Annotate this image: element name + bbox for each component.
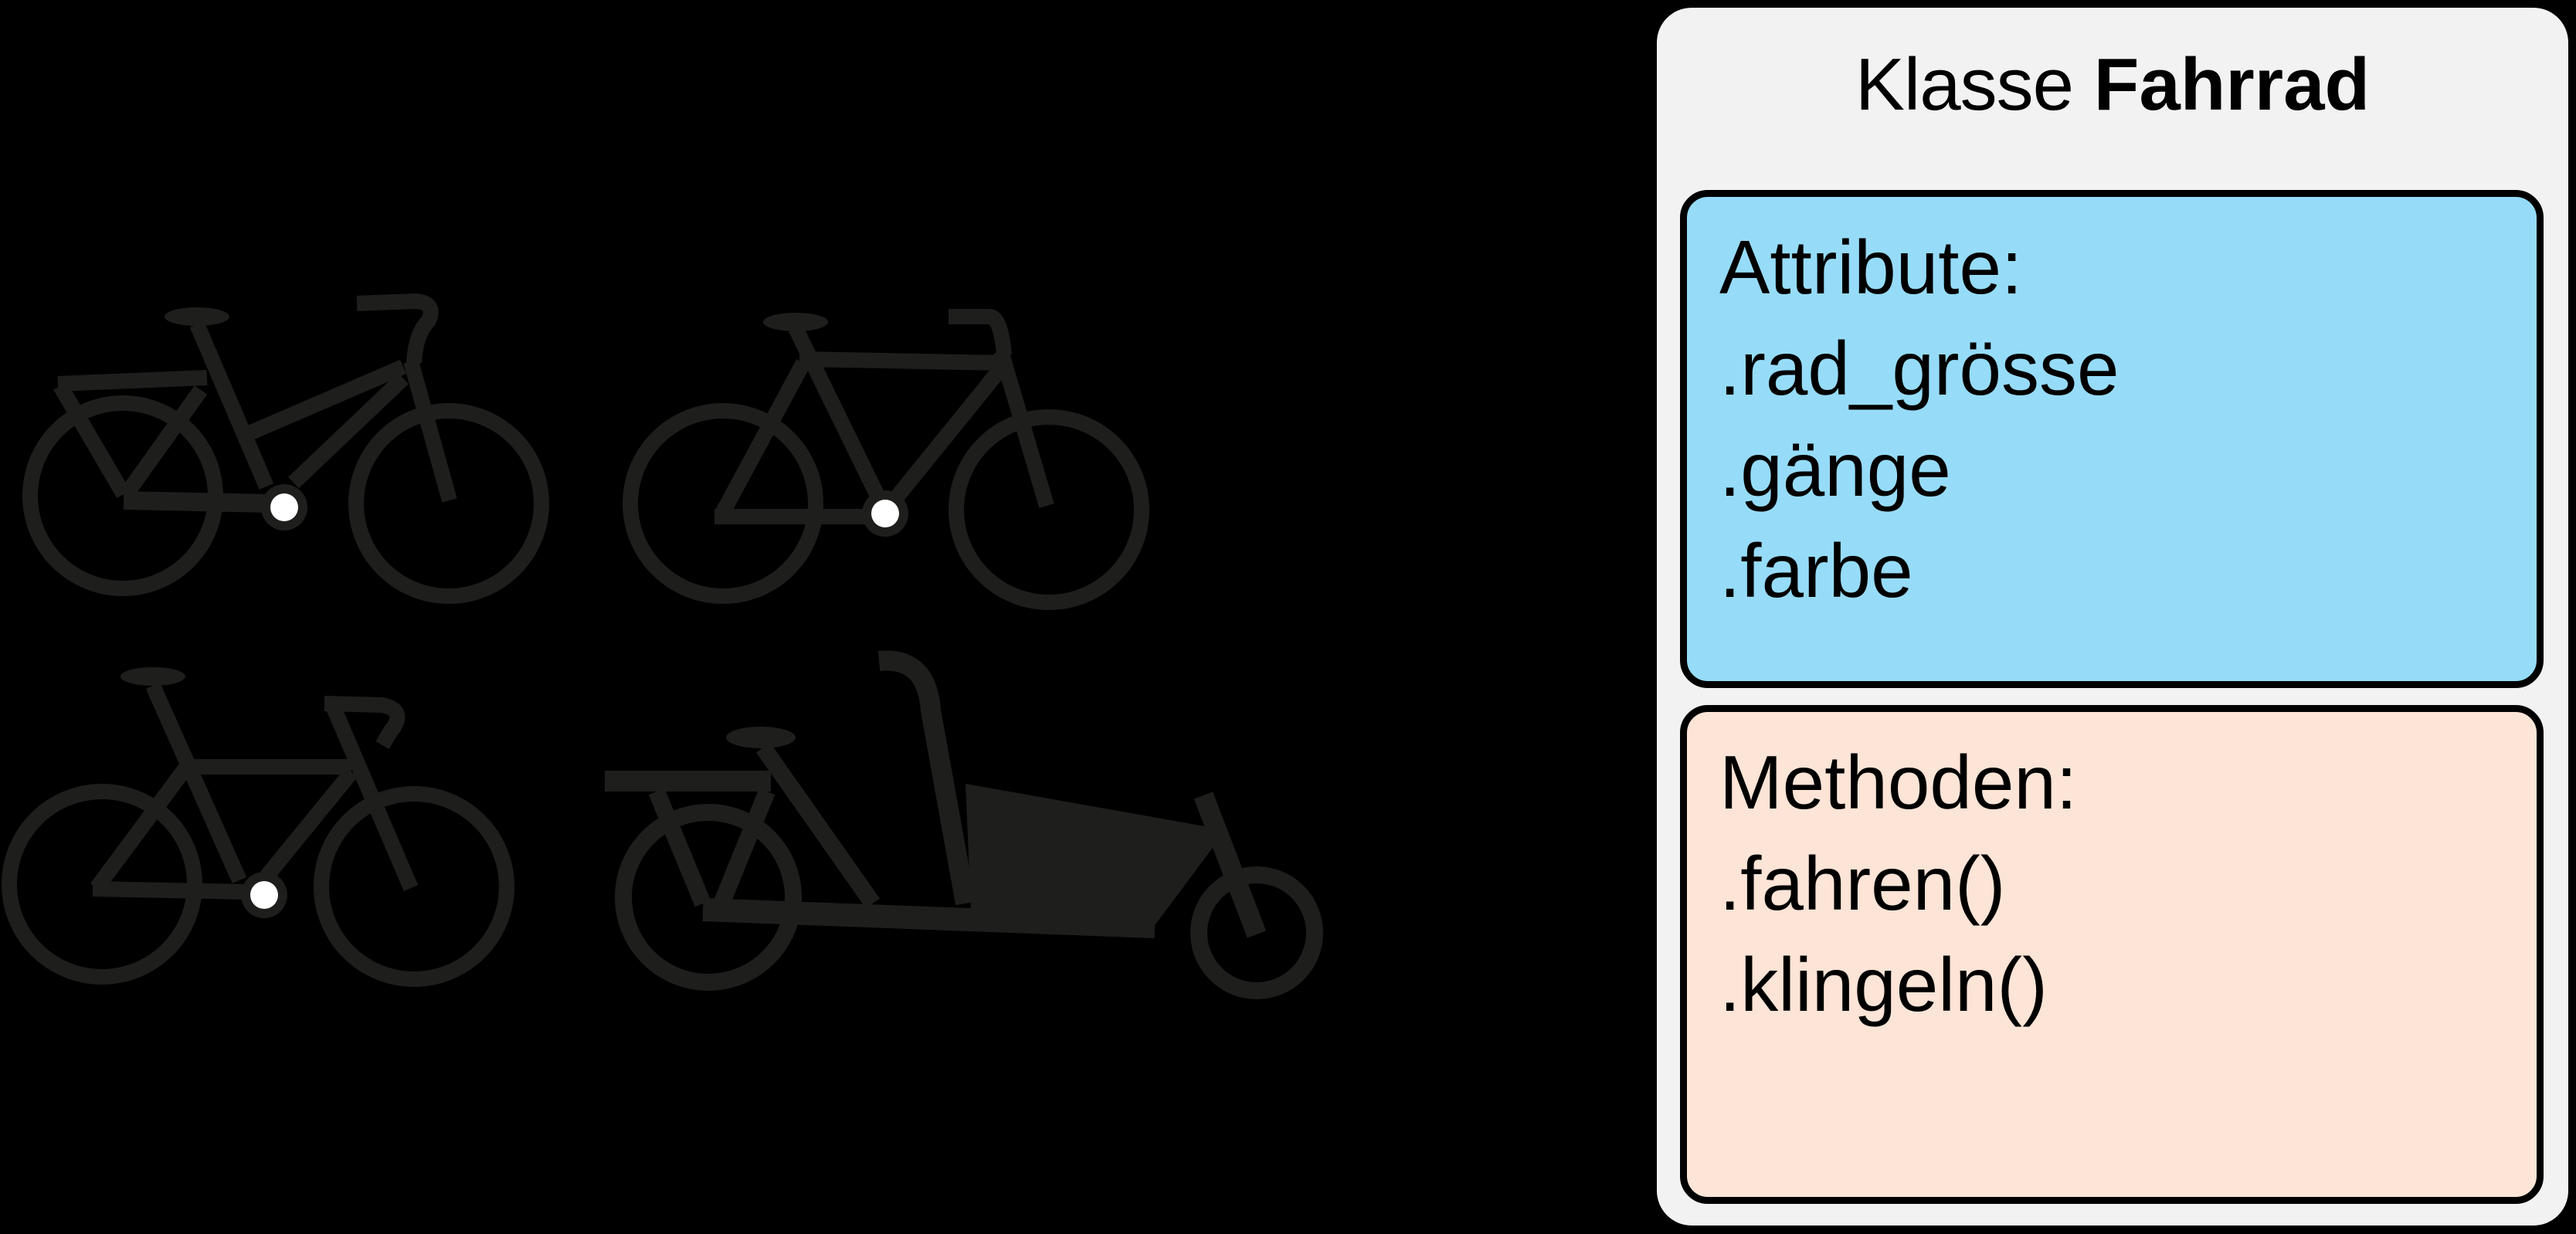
- class-keyword: Klasse: [1855, 43, 2074, 126]
- attributes-heading: Attribute:: [1719, 225, 2023, 310]
- class-name: Fahrrad: [2093, 43, 2371, 126]
- attribute-item: .farbe: [1719, 528, 1913, 613]
- attributes-section: Attribute: .rad_grösse .gänge .farbe: [1680, 190, 2544, 688]
- road-bike-icon: [2, 667, 514, 987]
- attribute-item: .rad_grösse: [1719, 326, 2120, 411]
- attribute-item: .gänge: [1719, 427, 1951, 512]
- trekking-bike-icon: [623, 309, 1149, 610]
- city-bike-icon: [22, 293, 549, 604]
- cargo-bike-icon: [605, 650, 1323, 999]
- method-item: .fahren(): [1719, 841, 2006, 926]
- method-item: .klingeln(): [1719, 942, 2048, 1027]
- methods-heading: Methoden:: [1719, 740, 2078, 825]
- class-card: Klasse Fahrrad Attribute: .rad_grösse .g…: [1657, 8, 2568, 1226]
- methods-section: Methoden: .fahren() .klingeln(): [1680, 705, 2544, 1204]
- class-title: Klasse Fahrrad: [1657, 39, 2568, 131]
